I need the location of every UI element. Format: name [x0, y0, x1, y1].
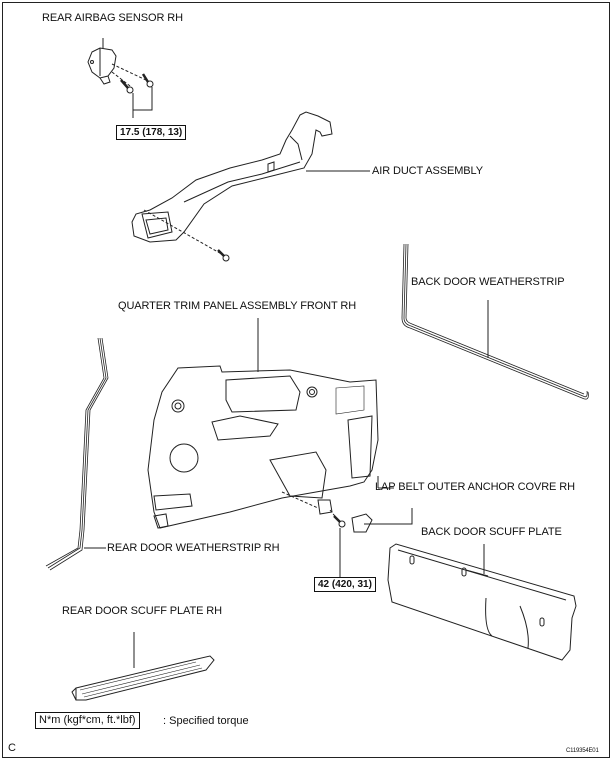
bolt-icon	[333, 515, 346, 528]
legend-torque-unit-box: N*m (kgf*cm, ft.*lbf)	[35, 712, 140, 729]
screw-icon	[217, 249, 230, 262]
label-back-door-scuff-plate: BACK DOOR SCUFF PLATE	[421, 526, 562, 538]
label-back-door-weatherstrip: BACK DOOR WEATHERSTRIP	[411, 276, 565, 288]
corner-letter: C	[8, 742, 16, 754]
torque-lap-belt-anchor: 42 (420, 31)	[314, 577, 376, 592]
label-rear-door-weatherstrip: REAR DOOR WEATHERSTRIP RH	[107, 542, 280, 554]
label-air-duct-assembly: AIR DUCT ASSEMBLY	[372, 165, 483, 177]
label-rear-door-scuff-plate: REAR DOOR SCUFF PLATE RH	[62, 605, 222, 617]
figure-code: C119354E01	[566, 748, 599, 754]
bolt-icon	[120, 73, 154, 94]
lap-belt-cover-part	[351, 508, 413, 533]
quarter-trim-panel-part	[147, 318, 394, 529]
rear-door-weatherstrip-part	[45, 337, 109, 571]
legend-description: : Specified torque	[163, 715, 249, 727]
back-door-weatherstrip-part	[401, 243, 589, 400]
rear-airbag-sensor-part	[87, 38, 147, 87]
torque-airbag-sensor: 17.5 (178, 13)	[116, 125, 187, 140]
rear-door-scuff-plate-part	[71, 632, 215, 701]
label-rear-airbag-sensor: REAR AIRBAG SENSOR RH	[42, 12, 183, 24]
air-duct-part	[131, 111, 370, 257]
label-lap-belt-cover: LAP BELT OUTER ANCHOR COVRE RH	[375, 481, 575, 493]
label-quarter-trim-panel: QUARTER TRIM PANEL ASSEMBLY FRONT RH	[118, 300, 357, 312]
back-door-scuff-plate-part	[387, 543, 577, 661]
